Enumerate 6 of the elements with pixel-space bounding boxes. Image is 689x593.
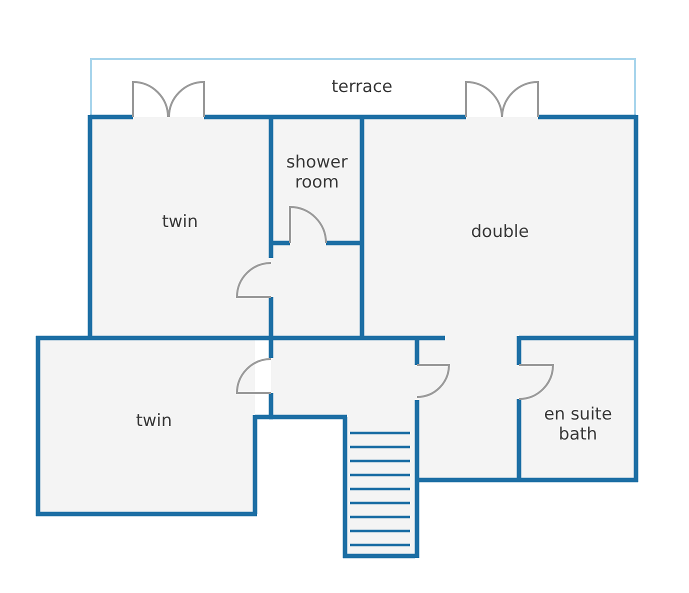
room-label: double: [470, 222, 530, 242]
room-label: twin: [134, 410, 174, 432]
room-label: terrace: [330, 76, 394, 98]
room-label: shower room: [285, 152, 349, 194]
room-label: en suite bath: [542, 404, 614, 446]
room-label: twin: [160, 212, 200, 232]
